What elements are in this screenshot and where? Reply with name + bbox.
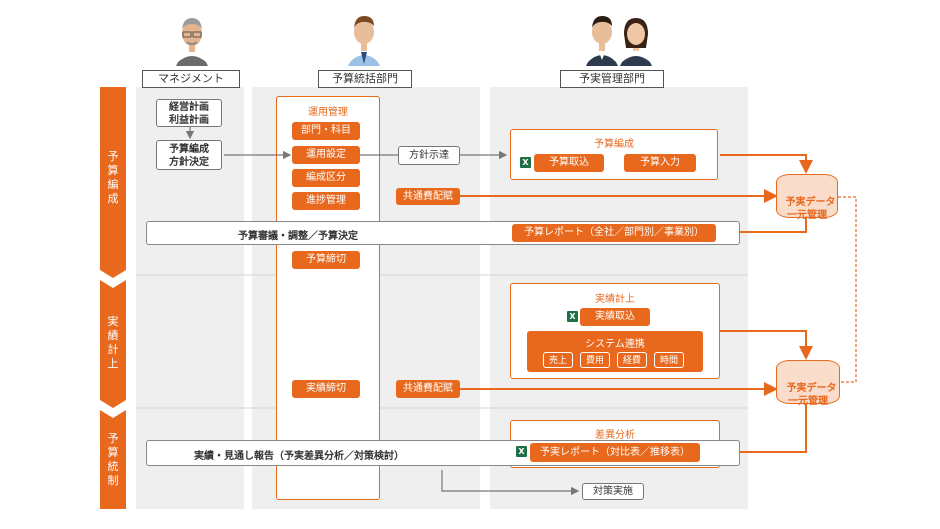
phase-label-budget: 予 算 編 成 [107,150,119,205]
actual-import-button[interactable]: 実績取込 [580,308,650,326]
budget-review-label: 予算審議・調整／予算決定 [238,231,358,242]
system-integration-title: システム連携 [585,339,645,350]
variance-report-button[interactable]: 予実レポート（対比表／推移表） [530,443,700,462]
people-illustrations [176,16,652,66]
variance-analysis-title: 差異分析 [595,430,635,441]
system-item-sales: 売上 [543,352,573,368]
excel-icon: X [516,446,527,457]
actual-dept-lane-header: 予実管理部門 [560,70,664,88]
budget-report-button[interactable]: 予算レポート（全社／部門別／事業別） [512,224,716,242]
unified-data-label: 予実データ 一元管理 [785,197,836,221]
ops-item-category[interactable]: 編成区分 [292,169,360,187]
phase-label-control: 予 算 統 制 [107,432,119,487]
unified-data-store-2: 予実データ 一元管理 [776,360,840,407]
ops-management-title: 運用管理 [308,107,348,118]
system-item-expense: 経費 [617,352,647,368]
actual-close-button[interactable]: 実績締切 [292,380,360,398]
manager-person-icon [176,18,208,66]
budget-staff-person-icon [348,16,380,66]
budget-compilation-title: 予算編成 [594,139,634,150]
excel-icon: X [567,311,578,322]
phase-label-actual: 実 績 計 上 [107,315,119,370]
system-item-time: 時間 [654,352,684,368]
system-item-cost: 費用 [580,352,610,368]
common-cost-allocation-2: 共通費配賦 [396,380,460,398]
unified-data-label: 予実データ 一元管理 [786,383,837,407]
unified-data-store-1: 予実データ 一元管理 [776,174,838,221]
ops-item-progress[interactable]: 進捗管理 [292,192,360,210]
budget-close-button[interactable]: 予算締切 [292,251,360,269]
actual-report-label: 実績・見通し報告（予実差異分析／対策検討） [194,451,404,462]
actual-recording-title: 実績計上 [595,294,635,305]
system-integration-panel [527,331,703,372]
budget-input-button[interactable]: 予算入力 [624,154,696,172]
ops-item-dept-account[interactable]: 部門・科目 [292,122,360,140]
ops-item-settings[interactable]: 運用設定 [292,146,360,164]
budget-import-button[interactable]: 予算取込 [534,154,604,172]
management-plan-box: 経営計画 利益計画 [156,99,222,127]
actual-team-people-icon [586,16,652,66]
management-policy-box: 予算編成 方針決定 [156,140,222,170]
countermeasure-box: 対策実施 [582,483,644,500]
budget-dept-lane-header: 予算統括部門 [318,70,412,88]
management-lane-header: マネジメント [142,70,240,88]
excel-icon: X [520,157,531,168]
policy-notice-box: 方針示達 [398,146,460,165]
common-cost-allocation-1: 共通費配賦 [396,188,460,205]
